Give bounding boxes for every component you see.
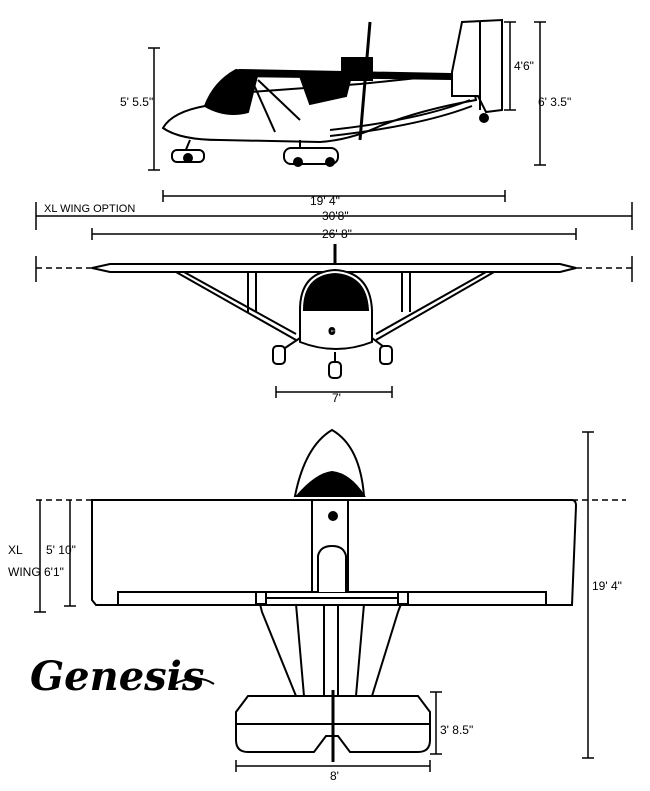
side-strut-2 [257, 79, 301, 121]
side-tail-boom [329, 99, 471, 131]
top-view [91, 428, 578, 762]
front-gear-track-label: 7' [332, 391, 341, 405]
front-right-wheel [379, 345, 393, 365]
svg-text:c: c [329, 325, 335, 337]
front-left-strut [175, 271, 297, 341]
side-view [161, 18, 503, 167]
side-tail-total-label: 6' 3.5" [538, 95, 571, 109]
top-chord-label: 5' 10" [46, 543, 76, 557]
top-tail-booms [257, 595, 405, 697]
genesis-logo: Genesis [30, 653, 215, 700]
top-tail-chord-label: 3' 8.5" [440, 723, 473, 737]
side-strut [249, 75, 276, 133]
side-length-label: 19' 4" [310, 194, 340, 208]
front-left-wheel [272, 345, 286, 365]
xl-wing-option-label: XL WING OPTION [44, 203, 135, 215]
front-view: c [91, 244, 577, 379]
top-length-label: 19' 4" [592, 579, 622, 593]
side-tail-height-label: 4'6" [514, 59, 534, 73]
front-span-label: 26' 8" [322, 227, 352, 241]
side-engine [341, 57, 373, 81]
side-tailwheel [479, 113, 489, 123]
front-xl-span-label: 30'8" [322, 209, 349, 223]
genesis-logo-swash [169, 677, 215, 687]
side-height-label: 5' 5.5" [120, 95, 153, 109]
top-xl-label-line1: XL [8, 543, 23, 557]
front-wing [91, 263, 577, 273]
top-tail-span-label: 8' [330, 769, 339, 783]
top-xl-label-line2: WING 6'1" [8, 565, 64, 579]
side-vertical-tail [451, 18, 503, 114]
front-nose-wheel [328, 361, 342, 379]
front-right-strut [375, 271, 495, 341]
genesis-logo-text: Genesis [30, 653, 204, 700]
